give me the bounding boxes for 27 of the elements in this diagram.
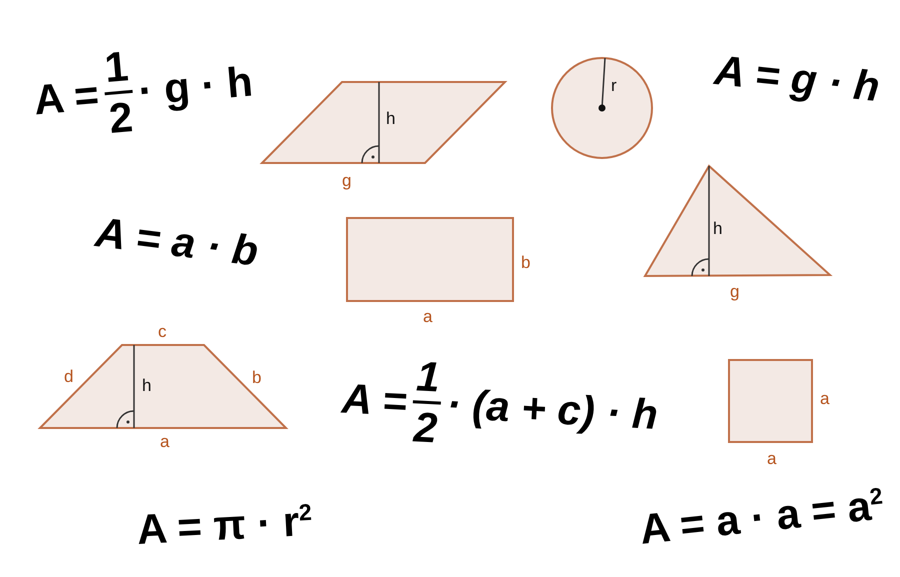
side-label: a bbox=[767, 450, 776, 467]
fraction-denominator: 2 bbox=[412, 406, 438, 450]
formula-text: A = bbox=[340, 377, 408, 422]
formula-text: A = bbox=[32, 73, 101, 121]
height-label: h bbox=[713, 220, 722, 237]
side-label: g bbox=[342, 172, 352, 189]
formula-text: A = a · a = a$^{2}$ bbox=[638, 484, 885, 551]
formula-text: · (a + c) · h bbox=[446, 382, 659, 436]
side-label: a bbox=[423, 308, 432, 325]
side-label: g bbox=[730, 283, 740, 300]
formula-text: · g · h bbox=[136, 60, 254, 112]
side-label: b bbox=[521, 254, 530, 271]
height-label: h bbox=[142, 377, 152, 394]
fraction-numerator: 1 bbox=[102, 45, 130, 90]
side-label: a bbox=[820, 390, 830, 407]
formula-text: A = π · r$^{2}$ bbox=[136, 500, 314, 551]
side-label: b bbox=[252, 369, 262, 386]
circle-shape bbox=[551, 57, 653, 159]
fraction-numerator: 1 bbox=[415, 355, 441, 399]
side-label: c bbox=[158, 323, 166, 340]
radius-label: r bbox=[611, 77, 617, 94]
height-label: h bbox=[386, 110, 396, 127]
side-label: a bbox=[160, 433, 170, 450]
side-label: d bbox=[64, 368, 74, 385]
fraction-denominator: 2 bbox=[107, 96, 134, 140]
formula-text: A = a · b bbox=[93, 211, 260, 273]
formula-text: A = g · h bbox=[712, 49, 882, 108]
